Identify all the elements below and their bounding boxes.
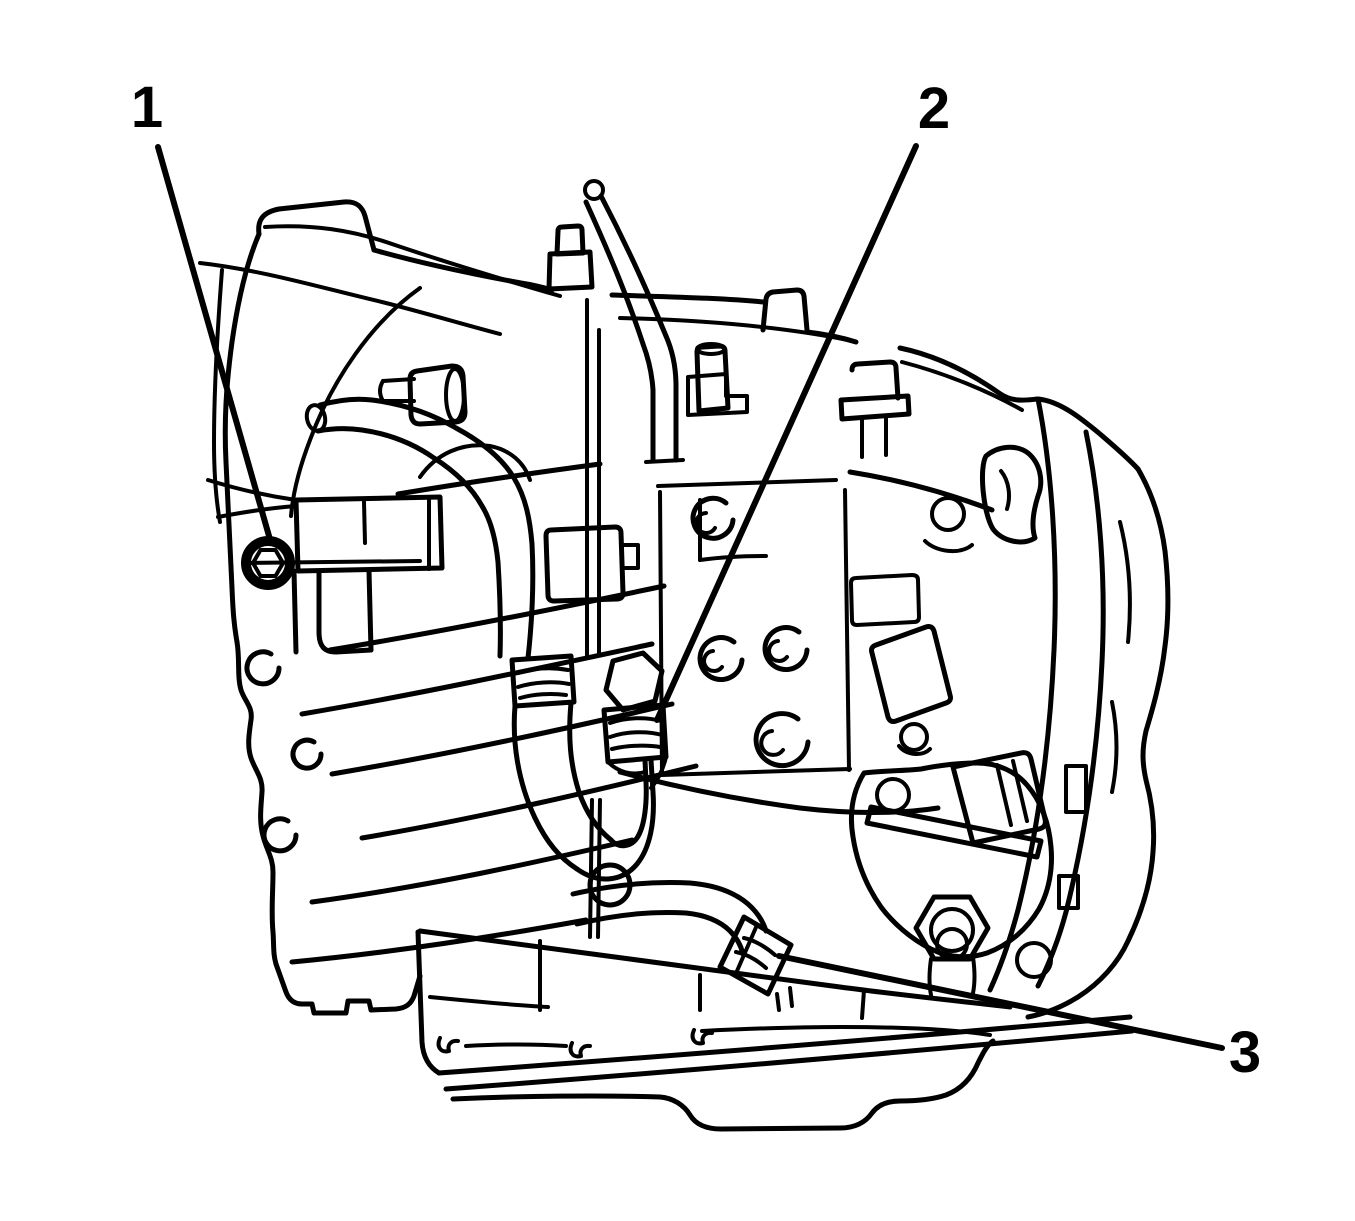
- callout-3-label: 3: [1228, 1020, 1262, 1085]
- left-housing-outline: [198, 199, 562, 1016]
- callout-2-leader: [654, 143, 919, 723]
- position-switch: [849, 750, 1054, 997]
- flange-bolt-hole: [244, 649, 282, 687]
- callout-1-leader: [155, 144, 274, 546]
- valve-body-cover: [656, 478, 852, 777]
- bolt-boss: [697, 635, 745, 682]
- bolt-boss: [762, 625, 810, 672]
- pipe-bracket-and-bolt: [206, 478, 445, 655]
- switch-connector: [950, 750, 1048, 846]
- bolt-boss: [753, 711, 811, 769]
- callout-1-label: 1: [130, 75, 164, 140]
- callout-3-leader: [776, 953, 1225, 1051]
- hex-fitting: [603, 650, 665, 713]
- case-knob: [378, 363, 468, 427]
- hex-bolt-head: [251, 548, 285, 578]
- flange-bolt-hole: [290, 737, 324, 771]
- callout-leaders: [155, 143, 1225, 1051]
- oil-cooler-hoses: [304, 396, 794, 1012]
- oil-pan: [415, 798, 1135, 1132]
- hose-fitting-3: [717, 914, 794, 997]
- case-top-ridge: [609, 287, 1141, 472]
- hose-clamp: [509, 653, 577, 709]
- filler-pipe-and-vent: [543, 179, 749, 658]
- right-housing: [849, 396, 1171, 1020]
- callout-2-label: 2: [917, 76, 951, 141]
- flange-bolt-hole: [261, 816, 299, 854]
- vent-tube-end: [583, 179, 605, 201]
- switch-nut: [913, 894, 991, 962]
